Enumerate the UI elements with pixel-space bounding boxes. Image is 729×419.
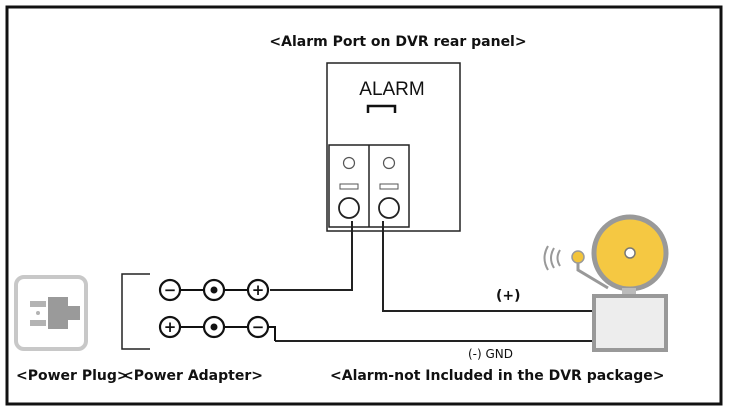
diagram-title: <Alarm Port on DVR rear panel> [269,34,526,50]
power-plug-icon [14,275,88,351]
alarm-terminal-block [328,144,410,228]
plus-label: (+) [496,288,521,304]
caption-power-adapter: <Power Adapter> [122,368,263,384]
caption-power-plug: <Power Plug> [16,368,129,384]
wire-left-to-adapter [270,221,353,291]
wire-plus-to-alarm [382,221,596,312]
wires [270,221,596,342]
caption-alarm-device: <Alarm-not Included in the DVR package> [330,368,664,384]
dvr-rear-panel: ALARM [326,62,461,232]
gnd-label: (-) GND [468,347,513,361]
alarm-port-label: ALARM [359,79,424,100]
top-right-symbol: + [252,281,265,299]
bottom-right-symbol: − [252,318,265,336]
bottom-left-symbol: + [164,318,177,336]
alarm-bell-icon [543,214,669,352]
top-left-symbol: − [164,281,177,299]
power-adapter: − + + − [121,273,276,350]
port-bracket [366,104,397,113]
adapter-bracket [121,273,150,350]
